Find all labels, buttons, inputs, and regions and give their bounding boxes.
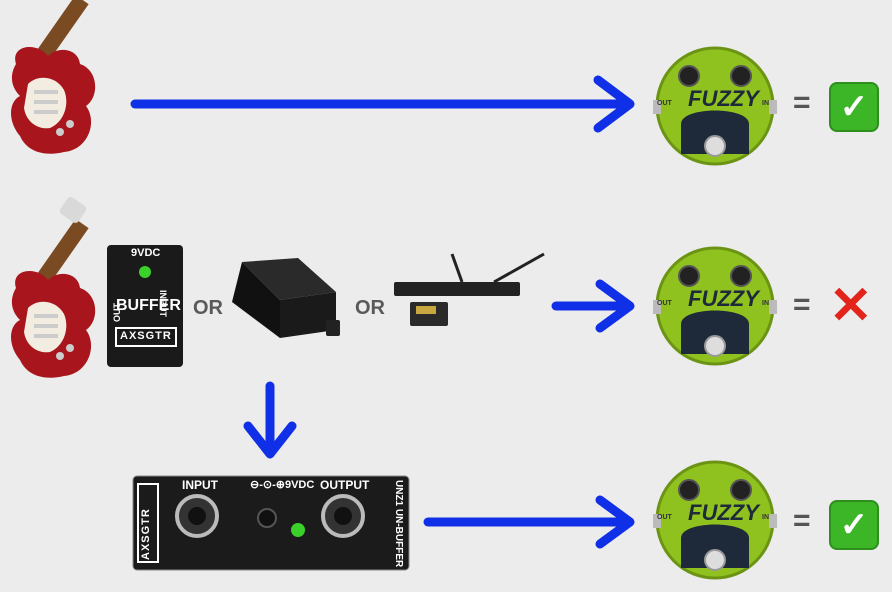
guitar-icon-1 (11, 0, 96, 154)
check-icon-1: ✓ (829, 82, 879, 132)
guitar-icon-2 (11, 195, 96, 378)
unbuffer-power-label: ⊖-⊙-⊕9VDC (250, 479, 315, 491)
unbuffer-name-label: UNZ1 UN-BUFFER (393, 480, 404, 568)
check-icon-2: ✓ (829, 500, 879, 550)
fuzz-in-2: IN (762, 300, 769, 307)
unbuffer-led (291, 523, 305, 537)
unbuffer-output-label: OUTPUT (320, 478, 370, 492)
fuzz-name-3: FUZZY (688, 500, 759, 525)
buffer-power-label: 9VDC (131, 247, 161, 259)
or-label-1: OR (193, 297, 223, 319)
or-label-2: OR (355, 297, 385, 319)
unbuffer-brand-label: AXSGTR (140, 508, 152, 560)
buffer-pedal-body (107, 245, 183, 367)
fuzz-in-1: IN (762, 100, 769, 107)
fuzz-name-2: FUZZY (688, 286, 759, 311)
buffer-name-label: BUFFER (116, 297, 181, 314)
fuzz-out-1: OUT (657, 100, 672, 107)
equals-sign-3: = (793, 504, 811, 537)
equals-sign-2: = (793, 288, 811, 321)
unbuffer-input-label: INPUT (182, 478, 218, 492)
fuzz-name-1: FUZZY (688, 86, 759, 111)
arrow-down (243, 381, 297, 459)
buffer-input-label: INPUT (158, 290, 168, 317)
wireless-system-icon (394, 252, 545, 326)
equals-sign-1: = (793, 86, 811, 119)
arrow-row1 (130, 75, 635, 133)
buffer-brand-label: AXSGTR (120, 330, 172, 342)
unbuffer-power-jack (257, 508, 277, 528)
arrow-row2 (551, 279, 635, 333)
fuzz-in-3: IN (762, 514, 769, 521)
fuzz-out-2: OUT (657, 300, 672, 307)
dibox-icon (232, 258, 340, 338)
buffer-led (139, 266, 151, 278)
arrow-row3 (423, 495, 635, 549)
fuzz-out-3: OUT (657, 514, 672, 521)
cross-icon: ✕ (829, 277, 873, 335)
buffer-output-label: OUT (112, 303, 122, 322)
